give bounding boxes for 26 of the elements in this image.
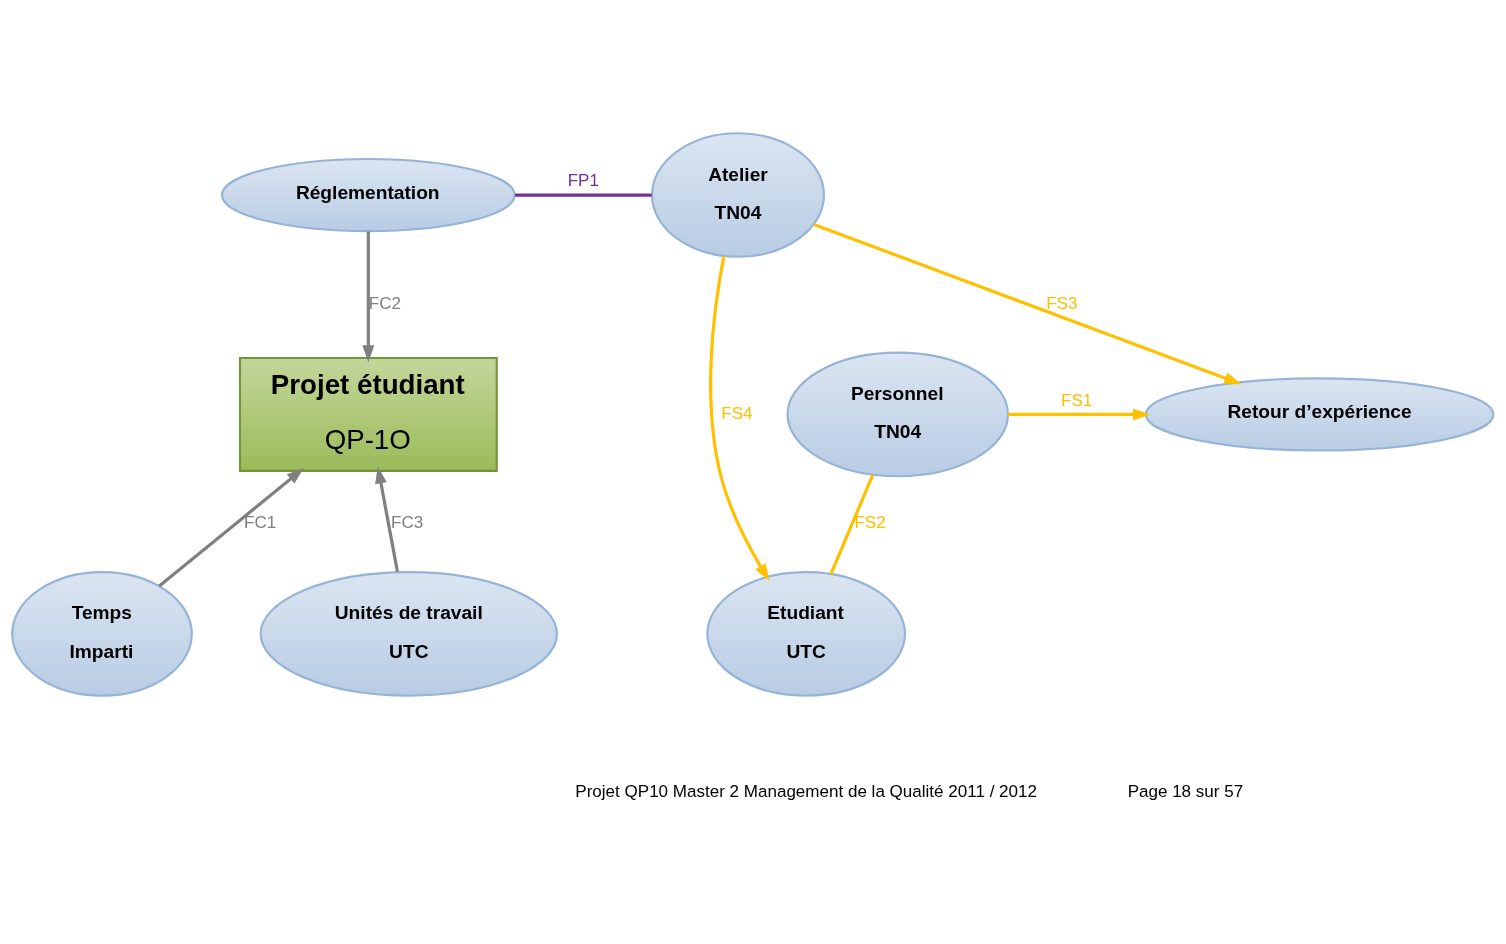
arrow: [813, 222, 1242, 384]
node-ellipse: Temps Imparti: [11, 570, 193, 697]
label: Projet QP10 Master 2 Management de la Qualité 2011 / 2012: [575, 781, 1038, 801]
node-ellipse: Unités de travail UTC: [259, 570, 559, 697]
edge-label: FS3: [1046, 293, 1078, 313]
arrow: [375, 465, 400, 572]
node-box: Projet étudiant QP-1O: [238, 356, 498, 472]
node-ellipse: Etudiant UTC: [706, 570, 907, 697]
node-ellipse: Personnel TN04: [786, 351, 1010, 477]
connector: [514, 192, 652, 197]
label: Page 18 sur 57: [1127, 781, 1244, 801]
arrow: [158, 467, 304, 587]
edge-label: FC1: [244, 512, 277, 532]
connector: [829, 473, 875, 574]
arrow: [1007, 407, 1151, 420]
node-ellipse: Réglementation: [220, 157, 516, 232]
edge-label: FC2: [368, 293, 401, 313]
edge-label: FS2: [854, 512, 886, 532]
arrow: [362, 231, 375, 362]
edge-label: FS4: [721, 402, 753, 422]
edge-label: FC3: [391, 512, 424, 532]
node-ellipse: Atelier TN04: [650, 131, 826, 258]
edge-label: FS1: [1061, 390, 1093, 410]
edge-label: FP1: [567, 170, 599, 190]
arrow: [709, 255, 770, 581]
node-ellipse: Retour d’expérience: [1144, 376, 1495, 452]
